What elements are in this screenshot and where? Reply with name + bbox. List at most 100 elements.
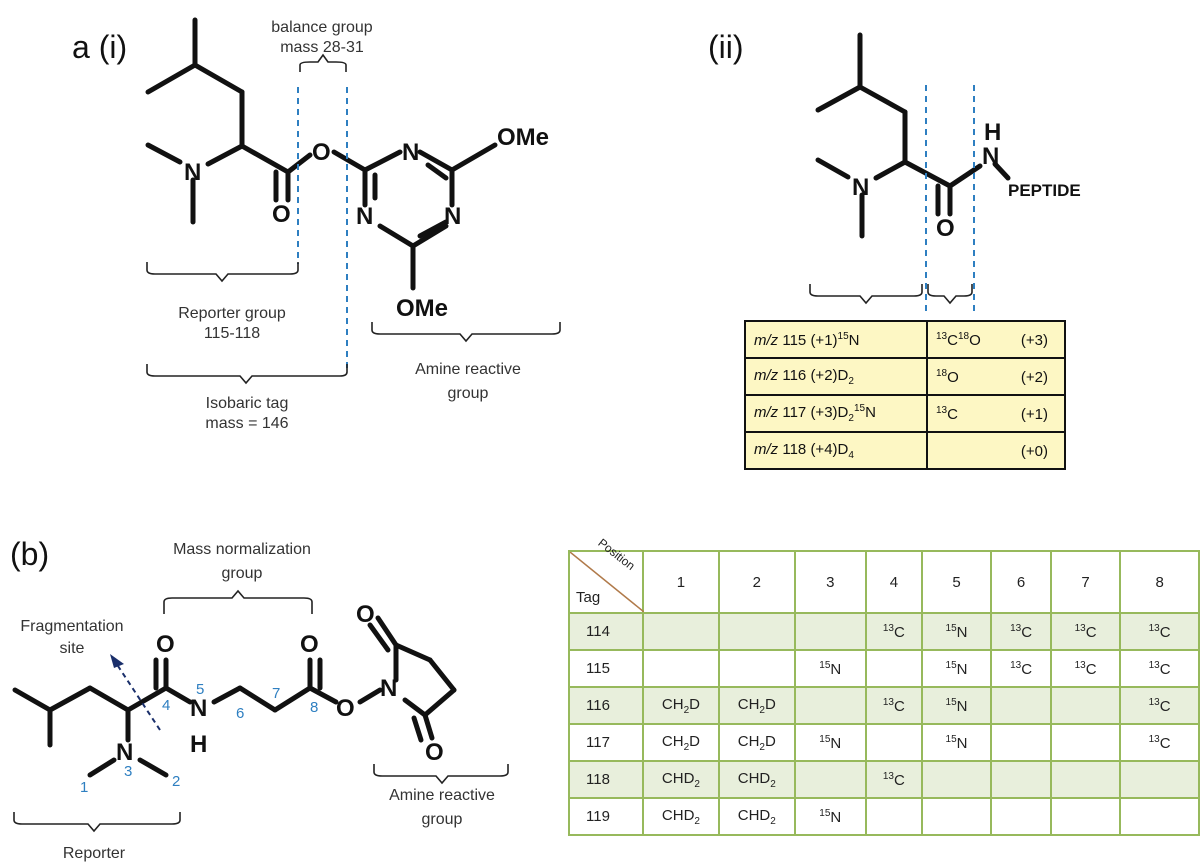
isotope-cell bbox=[990, 723, 1052, 762]
tag-mass-cell: m/z 118 (+4)D4 bbox=[744, 431, 928, 470]
atom-n: N bbox=[852, 174, 869, 201]
position-numbers: 1 2 3 4 5 6 7 8 bbox=[80, 681, 318, 796]
tag-mass-cell: m/z 116 (+2)D2 bbox=[744, 357, 928, 396]
isotope-cell bbox=[793, 612, 867, 651]
isotope-cell: CH2D bbox=[717, 686, 796, 725]
isotope-cell: 13C bbox=[864, 612, 923, 651]
structure-b-bonds bbox=[12, 615, 457, 778]
corner-tag-label: Tag bbox=[576, 589, 601, 606]
isotope-cell bbox=[920, 760, 993, 799]
isotope-cell: 15N bbox=[920, 686, 993, 725]
column-header: 2 bbox=[717, 550, 796, 614]
amine-label-2: group bbox=[448, 385, 489, 402]
column-header: 7 bbox=[1049, 550, 1122, 614]
isotope-cell bbox=[1049, 760, 1122, 799]
position-number: 4 bbox=[162, 697, 170, 714]
isotope-cell: 15N bbox=[793, 649, 867, 688]
isotope-cell: CHD2 bbox=[717, 760, 796, 799]
isotope-cell: 15N bbox=[793, 797, 867, 836]
tag-cell: 117 bbox=[567, 723, 645, 762]
position-number: 5 bbox=[196, 681, 204, 698]
position-number: 6 bbox=[236, 705, 244, 722]
atom-n: N bbox=[356, 203, 373, 230]
panel-ii-label: (ii) bbox=[708, 29, 744, 65]
reporter-label-b: Reporter bbox=[63, 845, 126, 862]
atom-o: O bbox=[156, 631, 175, 658]
structure-a-bonds bbox=[145, 17, 498, 291]
isotope-cell bbox=[793, 686, 867, 725]
column-header: 4 bbox=[864, 550, 923, 614]
isotope-cell bbox=[1119, 797, 1200, 836]
peptide-label: PEPTIDE bbox=[1008, 181, 1081, 200]
brace-reporter-b bbox=[13, 812, 181, 833]
atom-o: O bbox=[312, 139, 331, 166]
tag-mass-cell: m/z 115 (+1)15N bbox=[744, 320, 928, 359]
reporter-label-2: 115-118 bbox=[204, 325, 260, 342]
atom-o: O bbox=[336, 695, 355, 722]
isotope-cell bbox=[990, 760, 1052, 799]
isotope-cell: CH2D bbox=[717, 723, 796, 762]
brace-amine-a bbox=[371, 322, 561, 343]
frag-label-2: site bbox=[60, 640, 85, 657]
atom-n: N bbox=[190, 695, 207, 722]
isotope-cell bbox=[864, 797, 923, 836]
atom-o: O bbox=[272, 201, 291, 228]
balance-cell: (+0) bbox=[926, 431, 1066, 470]
position-number: 7 bbox=[272, 685, 280, 702]
isotope-cell bbox=[920, 797, 993, 836]
isobaric-label-1: Isobaric tag bbox=[206, 395, 289, 412]
balance-cell: 13C(+1) bbox=[926, 394, 1066, 433]
brace-balance bbox=[299, 53, 347, 72]
isotope-cell bbox=[1119, 760, 1200, 799]
balance-label-2: mass 28-31 bbox=[280, 39, 364, 56]
isotope-cell: 15N bbox=[793, 723, 867, 762]
panel-a-label: a (i) bbox=[72, 29, 127, 65]
brace-amine-b bbox=[373, 764, 509, 785]
atom-n: N bbox=[184, 159, 201, 186]
position-number: 2 bbox=[172, 773, 180, 790]
tag-cell: 114 bbox=[567, 612, 645, 651]
mass-norm-label-2: group bbox=[222, 565, 263, 582]
column-header: 8 bbox=[1119, 550, 1200, 614]
isotope-cell bbox=[1049, 686, 1122, 725]
fragmentation-arrow-head bbox=[110, 654, 124, 668]
structure-ii-bonds bbox=[815, 32, 1011, 239]
position-number: 8 bbox=[310, 699, 318, 716]
isotope-cell: CHD2 bbox=[642, 760, 720, 799]
amine-label-1: Amine reactive bbox=[415, 361, 521, 378]
isotope-cell: 15N bbox=[920, 612, 993, 651]
column-header: 3 bbox=[793, 550, 867, 614]
fragmentation-arrow bbox=[117, 665, 161, 731]
isotope-cell: 13C bbox=[1119, 612, 1200, 651]
tag-cell: 118 bbox=[567, 760, 645, 799]
isotope-cell bbox=[717, 649, 796, 688]
isotope-cell bbox=[642, 649, 720, 688]
tag-cell: 119 bbox=[567, 797, 645, 836]
amine-b-label-2: group bbox=[422, 811, 463, 828]
atom-o: O bbox=[936, 215, 955, 242]
column-header: 5 bbox=[920, 550, 993, 614]
corner-header-cell: Position Tag bbox=[567, 536, 645, 614]
isotope-cell bbox=[642, 612, 720, 651]
isotope-cell bbox=[793, 760, 867, 799]
column-header: 6 bbox=[990, 550, 1052, 614]
isotope-cell: CHD2 bbox=[717, 797, 796, 836]
isotope-cell bbox=[864, 723, 923, 762]
structure-ii-atoms: H N N O PEPTIDE bbox=[852, 119, 1081, 242]
tag-mass-cell: m/z 117 (+3)D215N bbox=[744, 394, 928, 433]
balance-label-1: balance group bbox=[271, 19, 373, 36]
atom-o: O bbox=[356, 601, 375, 628]
balance-cell: 18O(+2) bbox=[926, 357, 1066, 396]
structure-b-atoms: O O N H O N O O N bbox=[116, 601, 444, 766]
isotope-cell: 13C bbox=[1119, 686, 1200, 725]
isotope-cell: 13C bbox=[990, 612, 1052, 651]
isotope-cell: CH2D bbox=[642, 723, 720, 762]
